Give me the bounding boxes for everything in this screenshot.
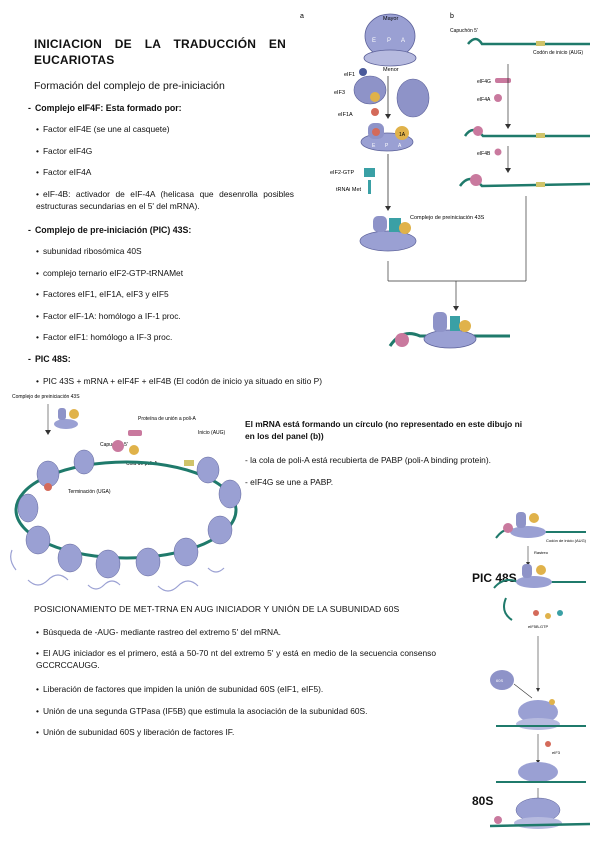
bullet-item: •complejo ternario eIF2-GTP-tRNAMet [36,268,184,278]
svg-text:Codón de inicio (AUG): Codón de inicio (AUG) [546,538,587,543]
page-subtitle: Formación del complejo de pre-iniciación [34,80,225,92]
bullet-item: •Unión de una segunda GTPasa (IF5B) que … [36,706,368,716]
ribosome-80s-final [489,797,591,829]
svg-text:A: A [398,143,402,149]
svg-text:E: E [372,143,376,149]
bullet-item: •Factor eIF1: homólogo a IF-3 proc. [36,332,173,342]
panel-b-label: b [450,13,454,20]
svg-text:P: P [387,38,391,44]
ternary-complex [364,168,375,194]
pabp-note: - la cola de poli-A está recubierta de P… [245,455,491,465]
svg-text:eIF1A: eIF1A [338,112,353,118]
svg-text:tRNAi Met: tRNAi Met [336,187,362,193]
ribosome-80s-intermediate [496,699,586,730]
panel-a-label: a [300,13,304,20]
eif3-shapes: eIF1 eIF3 eIF1A [334,68,430,118]
eif4g-note: - eIF4G se une a PABP. [245,477,334,487]
svg-text:Mayor: Mayor [383,16,398,22]
svg-text:E: E [372,38,376,44]
pic48-aug-step [493,564,586,621]
initiation-figure-ab: a b Mayor Menor E P A eIF1 eIF3 eIF1A 1A… [300,13,591,349]
svg-text:Menor: Menor [383,67,399,73]
svg-text:Inicio (AUG): Inicio (AUG) [198,430,226,436]
ribosome-subunits: Mayor Menor E P A [363,13,417,73]
bullet-item: •Factor eIF-1A: homólogo a IF-1 proc. [36,311,181,321]
svg-text:eIF4A: eIF4A [477,97,491,103]
bullet-item: •eIF-4B: activador de eIF-4A (helicasa q… [36,189,294,211]
svg-text:eIF5B-GTP: eIF5B-GTP [528,624,549,629]
polysome-ribosomes [17,449,242,579]
circular-mrna-figure: Complejo de preiniciación 43S Proteína d… [10,394,242,592]
svg-text:A: A [401,38,405,44]
pic43-heading: -Complejo de pre-iniciación (PIC) 43S: [28,225,192,235]
svg-text:Rastreo: Rastreo [534,550,549,555]
mrna-circle-note: El mRNA está formando un círculo (no rep… [245,419,523,441]
bullet-item: •Factores eIF1, eIF1A, eIF3 y eIF5 [36,289,169,299]
pic48-complex [388,312,510,349]
subunit-60s: 60S [490,670,533,699]
svg-text:eIF2-GTP: eIF2-GTP [330,170,354,176]
ribosome-43s-partial: 1A E P A [360,123,414,152]
svg-text:Proteína de unión a poli-A: Proteína de unión a poli-A [138,416,196,422]
bullet-item: •Factor eIF4G [36,146,93,156]
bullet-item: •El AUG iniciador es el primero, está a … [36,648,436,670]
svg-text:60S: 60S [496,678,503,683]
panel-b-mrna: Capuchón 5' Codón de inicio (AUG) eIF4G … [450,28,591,188]
bullet-item: •Liberación de factores que impiden la u… [36,684,324,694]
title-line-1: INICIACION DE LA TRADUCCIÓN EN [34,37,286,51]
svg-text:eIF4G: eIF4G [477,79,491,85]
pic43-complex: Complejo de preiniciación 43S [359,215,485,252]
svg-text:eIF3: eIF3 [334,90,345,96]
bullet-item: •subunidad ribosómica 40S [36,246,142,256]
s80-label: 80S [472,794,494,808]
ribosome-80s-step2 [496,762,586,783]
title-line-2: EUCARIOTAS [34,53,115,67]
pic48-label: PIC 48S [472,571,517,585]
svg-text:Complejo de preiniciación 43S: Complejo de preiniciación 43S [410,215,485,221]
svg-text:eIF1: eIF1 [344,72,355,78]
svg-text:P: P [385,143,389,149]
bullet-item: •Unión de subunidad 60S y liberación de … [36,727,235,737]
pic48-step: Codón de inicio (AUG) [495,512,587,543]
elongation-pathway-figure: Codón de inicio (AUG) Rastreo eIF5B-GTP … [489,512,591,829]
bullet-item: •PIC 43S + mRNA + eIF4F + eIF4B (El codó… [36,376,323,386]
nascent-chains [10,549,225,592]
svg-text:1A: 1A [399,132,406,138]
eif4f-heading: -Complejo eIF4F: Esta formado por: [28,103,182,113]
svg-text:Codón de inicio (AUG): Codón de inicio (AUG) [533,50,583,56]
pic43-small [45,404,79,435]
pic48-heading: -PIC 48S: [28,354,71,364]
svg-text:Complejo de preiniciación 43S: Complejo de preiniciación 43S [12,394,80,400]
svg-text:Capuchón 5': Capuchón 5' [450,28,478,34]
section-60s-heading: POSICIONAMIENTO DE MET-TRNA EN AUG INICI… [34,604,400,614]
page-title: INICIACION DE LA TRADUCCIÓN EN EUCARIOTA… [34,36,286,68]
bullet-item: •Factor eIF4E (se une al casquete) [36,124,170,134]
svg-text:eIF4B: eIF4B [477,151,491,157]
bullet-item: •Búsqueda de -AUG- mediante rastreo del … [36,627,282,637]
svg-text:Cola de poli-A: Cola de poli-A [126,461,158,467]
svg-text:Terminación (UGA): Terminación (UGA) [68,489,111,495]
mrna-ring [14,460,238,560]
bullet-item: •Factor eIF4A [36,167,92,177]
svg-text:eIF3: eIF3 [552,750,561,755]
